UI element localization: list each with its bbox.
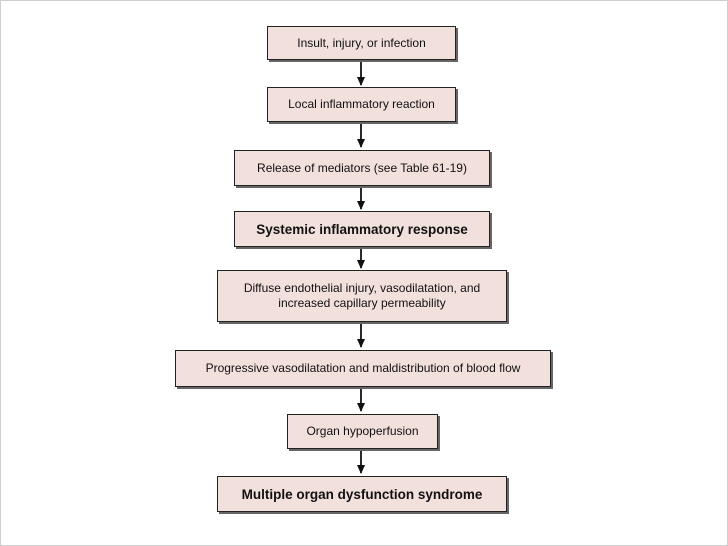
step-progressive-vasodilatation: Progressive vasodilatation and maldistri… (175, 350, 551, 387)
step-local-inflammatory-reaction: Local inflammatory reaction (267, 87, 456, 122)
step-systemic-inflammatory-response: Systemic inflammatory response (234, 211, 490, 247)
step-label: Local inflammatory reaction (288, 97, 435, 111)
step-release-of-mediators: Release of mediators (see Table 61-19) (234, 150, 490, 186)
step-insult-injury-infection: Insult, injury, or infection (267, 26, 456, 60)
step-label: Systemic inflammatory response (256, 221, 468, 237)
step-label: Progressive vasodilatation and maldistri… (205, 361, 521, 375)
step-organ-hypoperfusion: Organ hypoperfusion (287, 414, 438, 449)
step-label: Diffuse endothelial injury, vasodilatati… (243, 281, 481, 310)
step-multiple-organ-dysfunction-syndrome: Multiple organ dysfunction syndrome (217, 476, 507, 512)
step-diffuse-endothelial-injury: Diffuse endothelial injury, vasodilatati… (217, 270, 507, 322)
step-label: Organ hypoperfusion (306, 424, 419, 438)
step-label: Insult, injury, or infection (297, 35, 426, 50)
step-label: Release of mediators (see Table 61-19) (257, 160, 467, 175)
step-label: Multiple organ dysfunction syndrome (241, 486, 483, 502)
